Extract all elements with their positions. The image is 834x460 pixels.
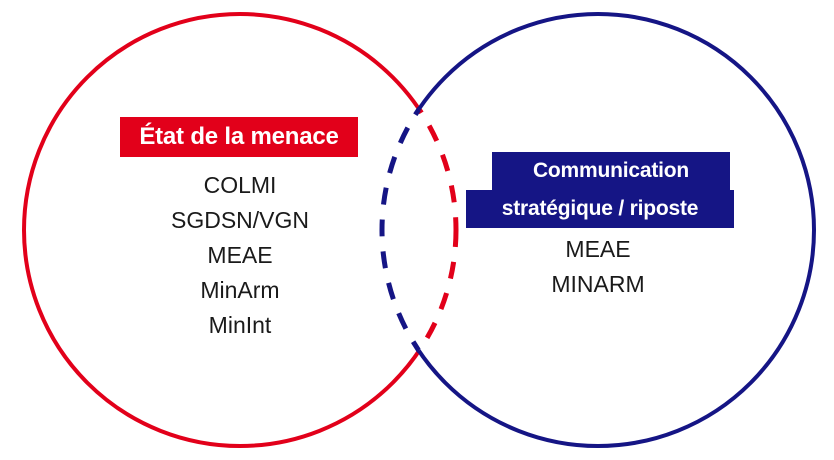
right-set-member-list: MEAE MINARM bbox=[448, 232, 748, 302]
list-item: MEAE bbox=[565, 236, 631, 262]
list-item: MinArm bbox=[200, 277, 280, 303]
right-set-title-line-2: stratégique / riposte bbox=[466, 190, 734, 228]
list-item: SGDSN/VGN bbox=[170, 207, 310, 233]
list-item: MEAE bbox=[207, 242, 273, 268]
right-set-title-badge: Communication stratégique / riposte bbox=[466, 152, 734, 228]
right-set-circle-dashed-arc bbox=[379, 11, 817, 449]
left-set-member-list: COLMI SGDSN/VGN MEAE MinArm MinInt bbox=[90, 168, 390, 343]
list-item: MINARM bbox=[551, 271, 645, 297]
list-item: MinInt bbox=[208, 312, 272, 338]
left-set-circle-dashed-arc bbox=[21, 11, 459, 449]
list-item: COLMI bbox=[203, 172, 277, 198]
left-set-title-badge: État de la menace bbox=[120, 117, 358, 157]
right-set-title-line-1: Communication bbox=[492, 152, 730, 190]
